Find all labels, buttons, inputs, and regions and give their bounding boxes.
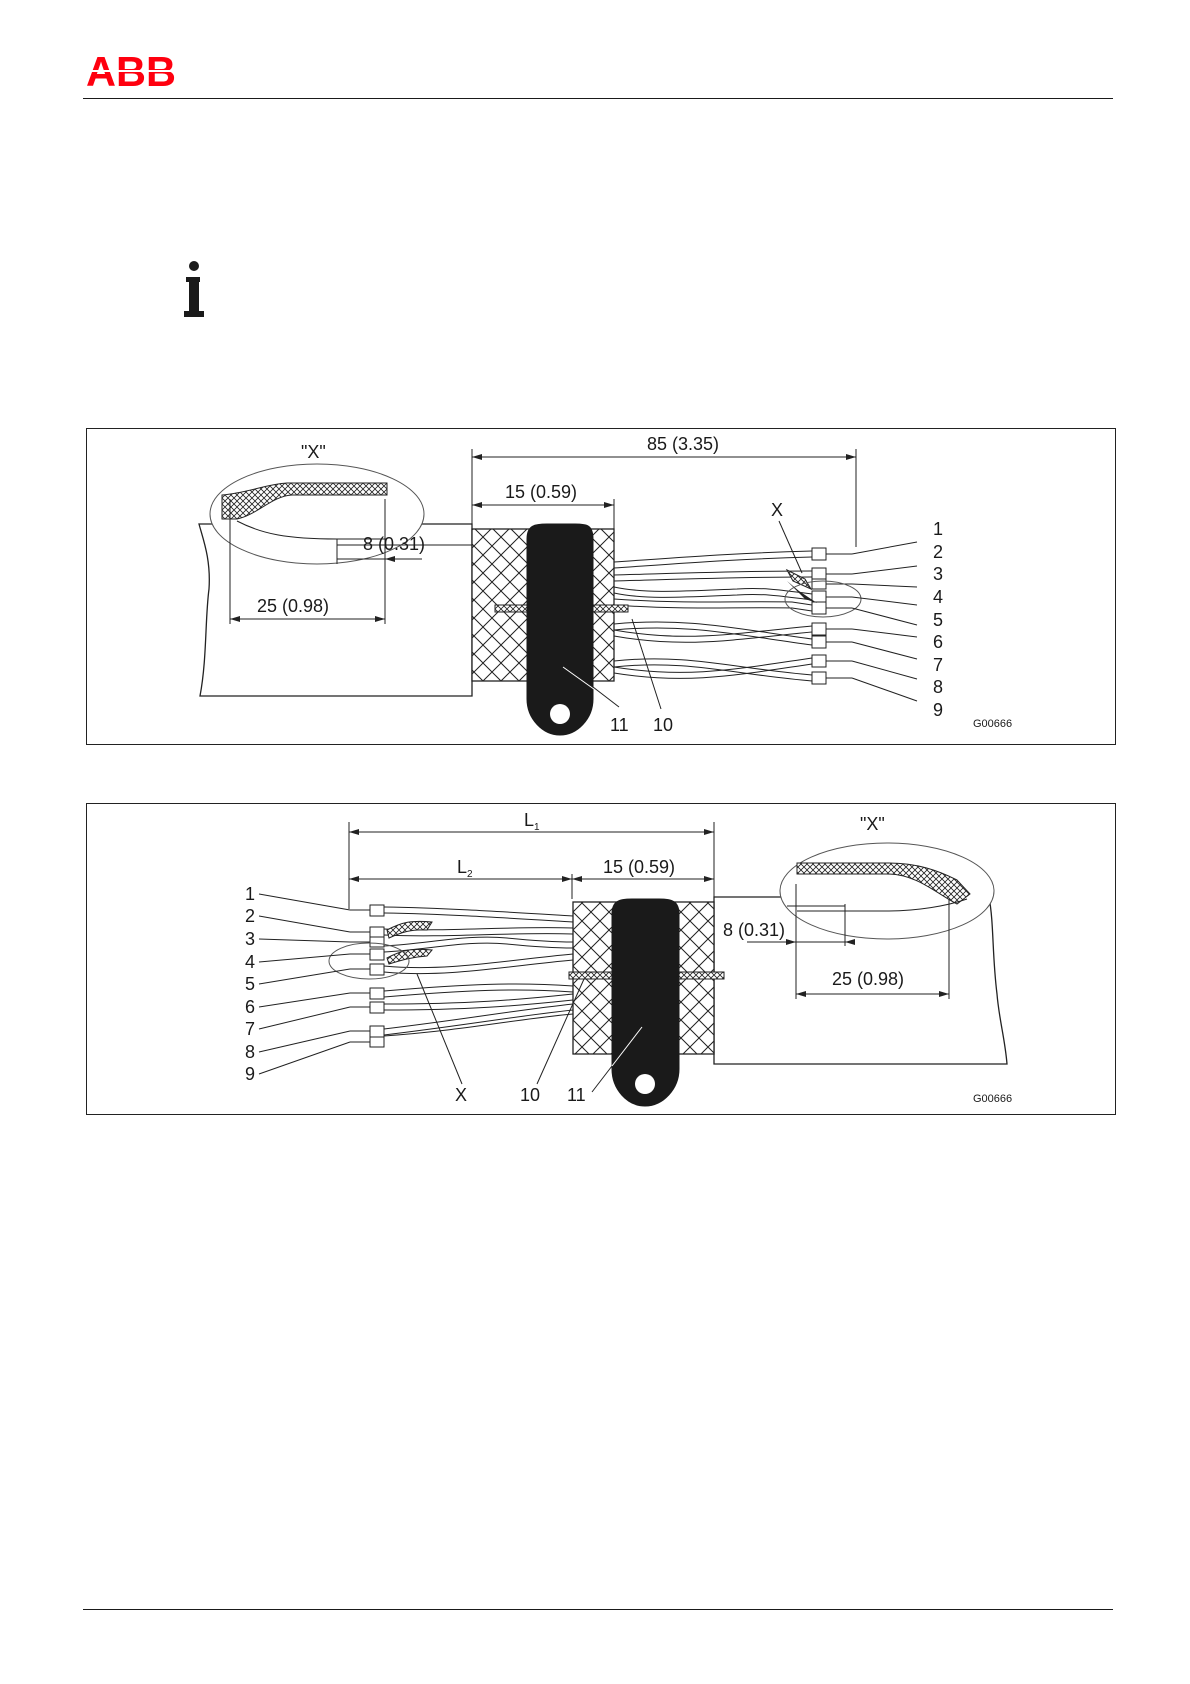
wire-number: 9 bbox=[245, 1064, 255, 1084]
x-marker: X bbox=[771, 500, 783, 520]
clamp-number: 11 bbox=[567, 1085, 586, 1105]
wire-number-list: 1 2 3 4 5 6 7 8 9 bbox=[245, 884, 255, 1084]
wire-number: 7 bbox=[933, 655, 943, 675]
dim-strip-label: 8 (0.31) bbox=[363, 534, 425, 554]
wire-number: 8 bbox=[245, 1042, 255, 1062]
figure-code: G00666 bbox=[973, 718, 1012, 730]
x-marker: X bbox=[455, 1085, 467, 1105]
figure-code: G00666 bbox=[973, 1093, 1012, 1105]
wire-number: 7 bbox=[245, 1019, 255, 1039]
detail-x-label: "X" bbox=[860, 814, 885, 834]
wire-number: 1 bbox=[245, 884, 255, 904]
dim-total-label: 85 (3.35) bbox=[647, 434, 719, 454]
cable-preparation-figure-2: L1 L2 15 (0.59) "X" 8 (0.31) 25 (0.98) bbox=[86, 803, 1116, 1115]
wire-number: 9 bbox=[933, 700, 943, 720]
header-rule bbox=[83, 98, 1113, 99]
wire-number-list: 1 2 3 4 5 6 7 8 9 bbox=[933, 519, 943, 720]
dim-l2-label: L2 bbox=[457, 857, 473, 880]
wire-number: 3 bbox=[933, 564, 943, 584]
cable-preparation-figure-1: 8 (0.31) 25 (0.98) "X" 85 (3.35) 15 (0.5… bbox=[86, 428, 1116, 745]
wire-number: 4 bbox=[245, 952, 255, 972]
dim-shield-label: 15 (0.59) bbox=[505, 482, 577, 502]
braid-number: 10 bbox=[653, 715, 673, 735]
dim-shield-label: 15 (0.59) bbox=[603, 857, 675, 877]
wire-number: 5 bbox=[245, 974, 255, 994]
figure-2-drawing: L1 L2 15 (0.59) "X" 8 (0.31) 25 (0.98) bbox=[87, 804, 1115, 1114]
abb-logo: ABB bbox=[86, 52, 176, 90]
footer-rule bbox=[83, 1609, 1113, 1610]
wire-number: 1 bbox=[933, 519, 943, 539]
wire-number: 2 bbox=[245, 906, 255, 926]
dim-strip-label: 8 (0.31) bbox=[723, 920, 785, 940]
braid-number: 10 bbox=[520, 1085, 540, 1105]
wire-number: 3 bbox=[245, 929, 255, 949]
wire-number: 6 bbox=[933, 632, 943, 652]
dim-l1-label: L1 bbox=[524, 810, 540, 833]
wire-number: 4 bbox=[933, 587, 943, 607]
shield-clamp bbox=[527, 524, 593, 735]
wire-number: 5 bbox=[933, 610, 943, 630]
wire-number: 6 bbox=[245, 997, 255, 1017]
drain-wire-braid bbox=[787, 570, 811, 589]
wire-number: 2 bbox=[933, 542, 943, 562]
info-icon bbox=[178, 260, 208, 320]
detail-x-label: "X" bbox=[301, 442, 326, 462]
dim-detail-label: 25 (0.98) bbox=[832, 969, 904, 989]
wire-number: 8 bbox=[933, 677, 943, 697]
figure-1-drawing: 8 (0.31) 25 (0.98) "X" 85 (3.35) 15 (0.5… bbox=[87, 429, 1115, 744]
dim-detail-label: 25 (0.98) bbox=[257, 596, 329, 616]
clamp-number: 11 bbox=[610, 715, 629, 735]
